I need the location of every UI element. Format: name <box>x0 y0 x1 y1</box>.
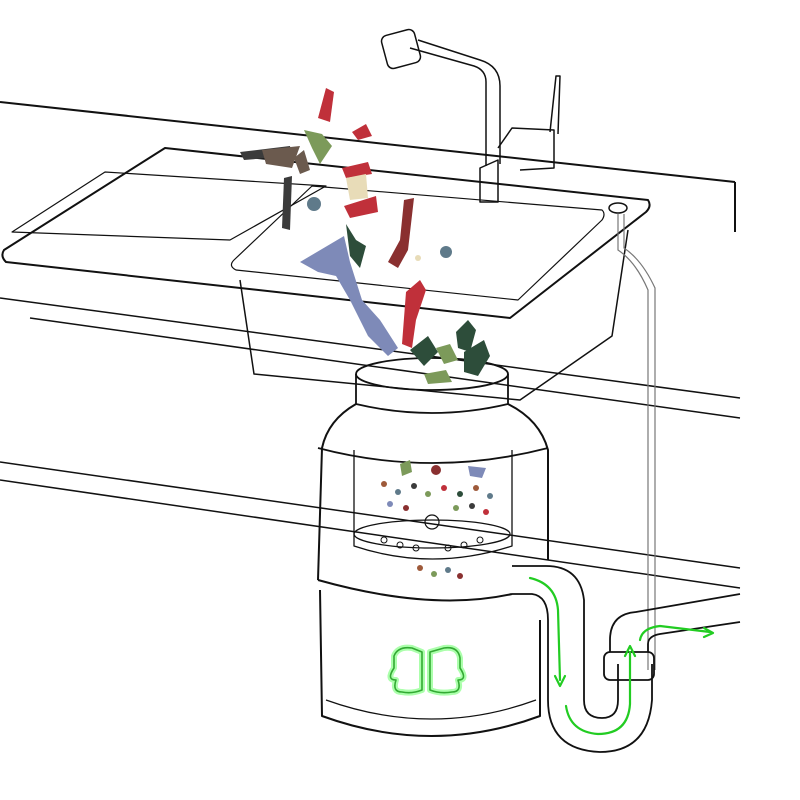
housing-right <box>507 403 549 560</box>
particle <box>381 481 387 487</box>
debris-piece <box>352 124 372 140</box>
plate-hole <box>476 536 484 544</box>
debris-piece <box>402 280 426 348</box>
logo-outline <box>389 646 465 694</box>
particle <box>457 491 463 497</box>
debris-piece <box>304 130 332 164</box>
supply-line-inner <box>623 214 656 670</box>
debris-piece <box>294 150 310 174</box>
plate-hole <box>396 541 404 549</box>
plate-hole <box>380 536 388 544</box>
grinding-hub <box>424 514 440 530</box>
debris-piece <box>342 162 372 178</box>
housing-shoulder <box>317 447 549 464</box>
plate-hole <box>460 541 468 549</box>
particle <box>403 505 409 511</box>
faucet-base <box>479 159 499 203</box>
water-flow-arrows <box>528 576 715 736</box>
particle <box>425 491 431 497</box>
particle <box>441 485 447 491</box>
debris-piece <box>262 146 300 168</box>
motor-housing <box>319 589 541 737</box>
debris-piece <box>440 246 452 258</box>
particle <box>387 501 393 507</box>
countertop-back-edge <box>0 101 736 183</box>
double-sink <box>1 147 651 401</box>
cabinet-line-2 <box>29 317 741 419</box>
sink-drain-hole <box>608 202 628 214</box>
debris-piece <box>344 196 378 218</box>
motor-top <box>317 579 513 602</box>
debris-piece <box>415 255 421 261</box>
particle <box>487 493 493 499</box>
motor-base-band <box>325 699 537 720</box>
water-supply-line <box>617 214 656 670</box>
particle <box>431 571 437 577</box>
right-basin <box>230 185 605 301</box>
faucet-head <box>380 28 422 70</box>
sink-rim <box>1 147 651 319</box>
debris-piece <box>307 197 321 211</box>
drain-trap-pipe <box>512 565 741 753</box>
faucet-lever-base <box>497 127 555 171</box>
particle <box>468 466 486 478</box>
debris-piece <box>464 340 490 376</box>
particle <box>431 465 441 475</box>
debris-piece <box>410 336 438 366</box>
cabinet-line-4 <box>0 479 741 589</box>
debris-piece <box>282 176 292 230</box>
particle <box>473 485 479 491</box>
particle <box>445 567 451 573</box>
food-waste-debris <box>240 88 490 384</box>
outlet-pipe-top <box>609 593 741 652</box>
particle <box>400 460 412 476</box>
particle <box>457 573 463 579</box>
debris-piece <box>346 224 366 268</box>
basin-bowl <box>239 229 629 401</box>
ground-particles <box>381 460 493 579</box>
supply-line-outer <box>617 214 649 670</box>
double-loop-logo-icon <box>387 644 467 696</box>
debris-piece <box>318 88 334 122</box>
left-basin <box>11 171 327 241</box>
flow-arrow-up <box>564 650 632 736</box>
particle <box>417 565 423 571</box>
cabinet-lines <box>0 297 741 589</box>
grinding-plate-holes <box>380 536 484 552</box>
faucet-lever <box>549 75 561 135</box>
trap-bend <box>512 593 653 753</box>
flow-arrowhead-up <box>623 644 637 658</box>
grinding-chamber <box>353 450 513 560</box>
cabinet-line-1 <box>0 297 741 399</box>
logo-glow <box>387 644 467 696</box>
outlet-pipe-bottom <box>647 621 741 652</box>
particle <box>411 483 417 489</box>
debris-piece <box>300 236 398 356</box>
grinding-plate <box>353 519 511 549</box>
particle <box>483 509 489 515</box>
arrow-right-icon <box>702 626 715 639</box>
housing-left <box>317 403 357 581</box>
flow-arrowhead-down <box>553 674 567 688</box>
particle <box>469 503 475 509</box>
debris-piece <box>456 320 476 352</box>
mount-ring <box>355 374 509 414</box>
debris-piece <box>346 174 368 200</box>
debris-piece <box>388 198 414 268</box>
particle <box>453 505 459 511</box>
plate-hole <box>444 544 452 552</box>
cabinet-line-3 <box>0 461 741 569</box>
faucet-spout <box>409 39 501 166</box>
flow-arrow-down <box>528 576 562 682</box>
flow-arrow-out <box>638 624 712 642</box>
countertop <box>0 101 736 232</box>
particle <box>395 489 401 495</box>
debris-piece <box>436 344 458 364</box>
debris-piece <box>424 370 452 384</box>
trap-outer <box>512 565 619 719</box>
plate-hole <box>412 544 420 552</box>
faucet <box>380 28 561 203</box>
